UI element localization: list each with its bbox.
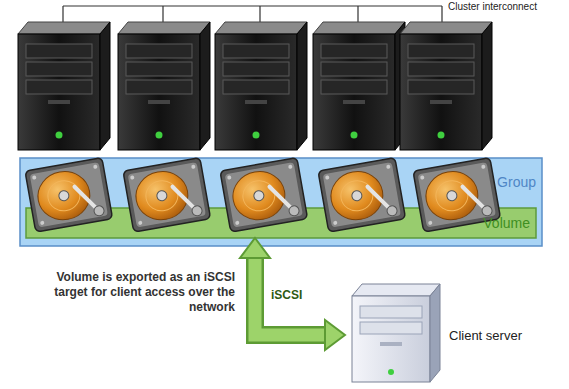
note-text: Volume is exported as an iSCSI target fo… (20, 270, 235, 315)
iscsi-arrow (240, 238, 345, 350)
server-towers (18, 22, 492, 150)
volume-band: Volume (26, 208, 536, 238)
client-label: Client server (449, 328, 522, 343)
arrow-head (325, 320, 345, 350)
arrow-outline (255, 256, 327, 335)
interconnect-label: Cluster interconnect (448, 1, 537, 12)
arrow-shaft (255, 256, 327, 335)
client-server: Client server (345, 280, 560, 385)
edge-label: iSCSI (269, 288, 304, 302)
group-band: GroupVolume (20, 158, 542, 246)
volume-label: Volume (483, 215, 530, 231)
group-label: Group (497, 174, 536, 190)
cluster-interconnect (63, 6, 442, 22)
arrow-head (240, 238, 270, 258)
group-band-fill (20, 158, 542, 246)
